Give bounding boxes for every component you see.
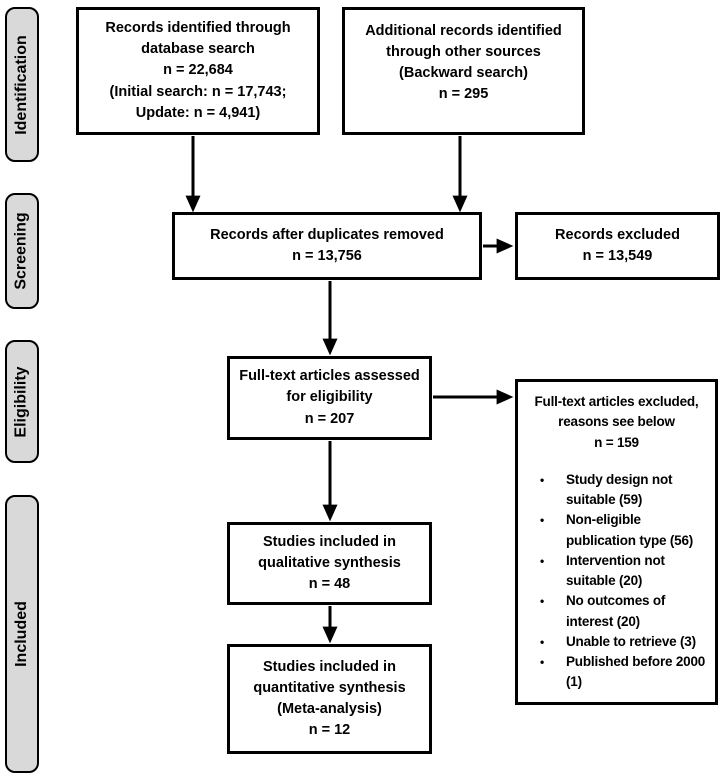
reason-text: No outcomes of interest (20) bbox=[566, 593, 666, 629]
fulltext-excluded-reason-list: • Study design not suitable (59) • Non-e… bbox=[524, 470, 709, 693]
bullet-icon: • bbox=[540, 553, 545, 568]
box-fulltext-assessed-text: Full-text articles assessed for eligibil… bbox=[239, 368, 420, 427]
stage-included-label: Included bbox=[13, 601, 30, 667]
box-qualitative-synthesis: Studies included in qualitative synthesi… bbox=[227, 522, 432, 605]
bullet-icon: • bbox=[540, 655, 545, 669]
box-qualitative-synthesis-text: Studies included in qualitative synthesi… bbox=[258, 533, 401, 592]
box-duplicates-removed: Records after duplicates removed n = 13,… bbox=[172, 212, 482, 280]
reason-item: • Intervention not suitable (20) bbox=[524, 551, 709, 592]
box-fulltext-excluded-title: Full-text articles excluded, reasons see… bbox=[534, 394, 699, 450]
box-quantitative-synthesis: Studies included in quantitative synthes… bbox=[227, 644, 432, 754]
reason-item: • Unable to retrieve (3) bbox=[524, 632, 709, 652]
box-duplicates-removed-text: Records after duplicates removed n = 13,… bbox=[210, 226, 444, 264]
reason-text: Study design not suitable (59) bbox=[566, 471, 673, 507]
box-fulltext-excluded: Full-text articles excluded, reasons see… bbox=[515, 379, 718, 705]
bullet-icon: • bbox=[540, 594, 545, 609]
box-records-excluded: Records excluded n = 13,549 bbox=[515, 212, 720, 280]
stage-screening-label: Screening bbox=[13, 212, 31, 290]
stage-eligibility: Eligibility bbox=[5, 340, 39, 463]
reason-text: Intervention not suitable (20) bbox=[566, 552, 665, 588]
stage-screening: Screening bbox=[5, 193, 39, 309]
stage-identification-label: Identification bbox=[13, 34, 30, 135]
bullet-icon: • bbox=[540, 513, 545, 528]
bullet-icon: • bbox=[540, 634, 545, 649]
box-quantitative-synthesis-text: Studies included in quantitative synthes… bbox=[253, 658, 406, 739]
stage-eligibility-label: Eligibility bbox=[13, 365, 30, 438]
reason-text: Published before 2000 (1) bbox=[566, 654, 706, 690]
reason-item: • No outcomes of interest (20) bbox=[524, 591, 709, 632]
reason-text: Non-eligible publication type (56) bbox=[566, 512, 694, 548]
stage-identification: Identification bbox=[5, 7, 39, 162]
reason-item: • Published before 2000 (1) bbox=[524, 652, 709, 693]
bullet-icon: • bbox=[540, 472, 545, 487]
box-additional-records-text: Additional records identified through ot… bbox=[365, 23, 562, 103]
stage-included: Included bbox=[5, 495, 39, 773]
reason-item: • Non-eligible publication type (56) bbox=[524, 510, 709, 551]
reason-item: • Study design not suitable (59) bbox=[524, 470, 709, 511]
box-additional-records: Additional records identified through ot… bbox=[342, 7, 585, 135]
reason-text: Unable to retrieve (3) bbox=[566, 633, 696, 649]
box-records-identified-text: Records identified through database sear… bbox=[105, 20, 291, 121]
box-fulltext-assessed: Full-text articles assessed for eligibil… bbox=[227, 356, 432, 440]
box-records-excluded-text: Records excluded n = 13,549 bbox=[555, 226, 680, 264]
box-records-identified: Records identified through database sear… bbox=[76, 7, 320, 135]
